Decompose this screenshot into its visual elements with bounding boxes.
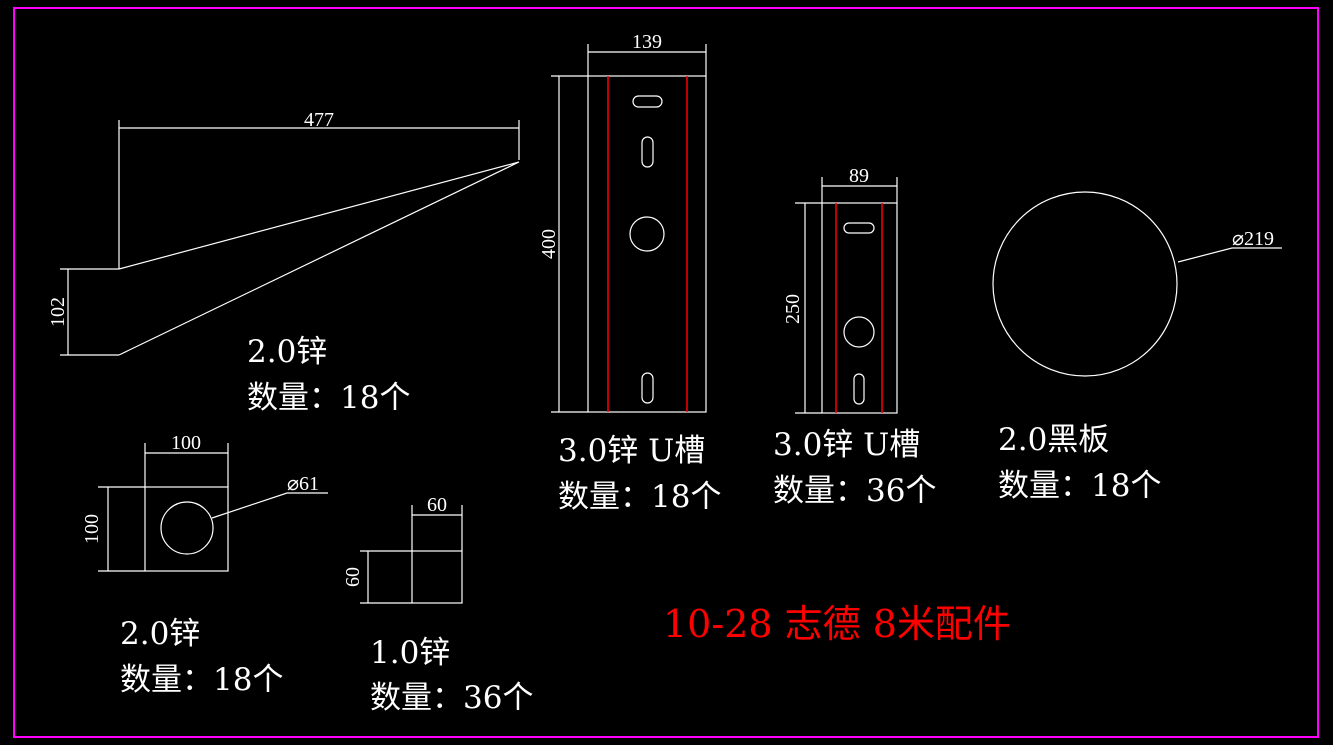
small-square-part: 60 60 1.0锌 数量：36个 <box>342 494 533 716</box>
u-channel-small-height-dimension: 250 <box>782 294 804 324</box>
square-plate-part: ⌀61 100 100 2.0锌 数量：18个 <box>81 432 328 698</box>
small-square-height-dimension: 60 <box>342 567 364 587</box>
u-channel-small-quantity: 数量：36个 <box>773 473 936 509</box>
small-square-quantity: 数量：36个 <box>370 680 533 716</box>
u-channel-large-width-dimension: 139 <box>632 31 662 53</box>
u-channel-small-width-dimension: 89 <box>849 165 869 187</box>
small-square-width-dimension: 60 <box>427 494 447 516</box>
u-channel-large-height-dimension: 400 <box>538 229 560 259</box>
square-plate-quantity: 数量：18个 <box>120 662 283 698</box>
drawing-title: 10-28 志德 8米配件 <box>663 602 1011 646</box>
bracket-height-dimension: 102 <box>47 297 69 327</box>
disc-part: ⌀219 2.0黑板 数量：18个 <box>992 191 1282 504</box>
disc-diameter-dimension: ⌀219 <box>1232 228 1274 250</box>
square-plate-hole-dimension: ⌀61 <box>287 473 319 495</box>
u-channel-large-part: 139 400 3.0锌 U槽 数量：18个 <box>538 31 721 515</box>
drawing-frame <box>13 7 1319 738</box>
disc-material: 2.0黑板 <box>998 422 1109 458</box>
u-channel-large-quantity: 数量：18个 <box>558 479 721 515</box>
small-square-material: 1.0锌 <box>370 635 450 671</box>
u-channel-small-part: 89 250 3.0锌 U槽 数量：36个 <box>773 165 936 509</box>
square-plate-width-dimension: 100 <box>171 432 201 454</box>
u-channel-small-material: 3.0锌 U槽 <box>773 427 920 463</box>
bracket-part: 477 102 2.0锌 数量：18个 <box>47 109 520 416</box>
bracket-quantity: 数量：18个 <box>247 380 410 416</box>
square-plate-material: 2.0锌 <box>120 616 200 652</box>
disc-quantity: 数量：18个 <box>998 468 1161 504</box>
bracket-material: 2.0锌 <box>247 334 327 370</box>
bracket-length-dimension: 477 <box>304 109 334 131</box>
u-channel-large-material: 3.0锌 U槽 <box>558 433 705 469</box>
square-plate-height-dimension: 100 <box>81 514 103 544</box>
